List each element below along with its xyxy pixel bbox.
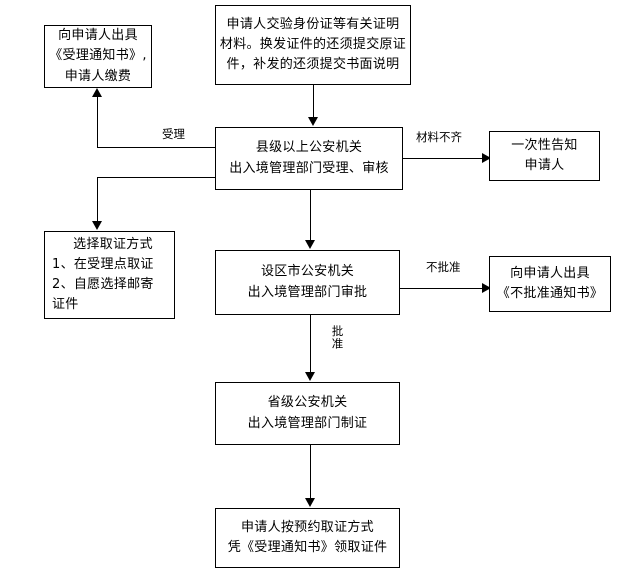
node-apply-submit[interactable]: 申请人交验身份证等有关证明 材料。换发证件的还须提交原证 件，补发的还须提交书面… <box>215 5 411 85</box>
node-county-level-review-line-2: 出入境管理部门受理、审核 <box>229 160 389 176</box>
node-province-level-production[interactable]: 省级公安机关 出入境管理部门制证 <box>215 382 400 445</box>
node-county-level-review-line-1: 县级以上公安机关 <box>255 140 363 156</box>
connector-county-to-issue-horizontal <box>97 147 215 148</box>
node-collect-document[interactable]: 申请人按预约取证方式 凭《受理通知书》领取证件 <box>215 508 400 568</box>
node-county-level-review[interactable]: 县级以上公安机关 出入境管理部门受理、审核 <box>215 127 403 190</box>
arrowhead-province-to-collect <box>305 498 315 507</box>
node-city-level-approval-line-1: 设区市公安机关 <box>260 264 355 280</box>
arrowhead-apply-to-county <box>308 117 318 126</box>
node-pickup-method-choice[interactable]: 选择取证方式 1、在受理点取证 2、自愿选择邮寄 证件 <box>44 231 175 319</box>
node-one-time-notification-line-1: 一次性告知 <box>511 137 578 153</box>
arrowhead-city-to-rejection <box>482 283 491 293</box>
node-apply-submit-line-3: 件，补发的还须提交书面说明 <box>226 57 400 73</box>
node-apply-submit-line-2: 材料。换发证件的还须提交原证 <box>219 36 407 52</box>
node-collect-document-line-1: 申请人按预约取证方式 <box>240 519 374 535</box>
edge-label-approved: 批准 <box>330 323 345 352</box>
connector-county-to-city <box>310 190 311 241</box>
node-one-time-notification[interactable]: 一次性告知 申请人 <box>489 131 600 181</box>
arrowhead-city-to-province <box>305 372 315 381</box>
node-issue-acceptance-notice[interactable]: 向申请人出具 《受理通知书》, 申请人缴费 <box>44 25 152 88</box>
connector-apply-to-county <box>313 85 314 118</box>
node-collect-document-line-2: 凭《受理通知书》领取证件 <box>227 540 388 555</box>
connector-county-to-issue-vertical <box>97 97 98 147</box>
arrowhead-county-to-city <box>305 240 315 249</box>
node-issue-acceptance-notice-line-1: 向申请人出具 <box>58 28 138 44</box>
arrowhead-county-to-pickup <box>92 221 102 230</box>
node-city-level-approval[interactable]: 设区市公安机关 出入境管理部门审批 <box>215 250 400 315</box>
node-pickup-method-choice-line-4: 证件 <box>52 297 79 313</box>
node-pickup-method-choice-line-2: 1、在受理点取证 <box>52 256 154 272</box>
connector-county-to-pickup-vertical <box>97 177 98 222</box>
node-pickup-method-choice-line-1: 选择取证方式 <box>73 236 153 252</box>
node-issue-acceptance-notice-line-3: 申请人缴费 <box>64 68 132 84</box>
edge-label-not-approved: 不批准 <box>424 259 463 275</box>
arrowhead-county-to-issue <box>92 88 102 97</box>
node-issue-acceptance-notice-line-2: 《受理通知书》, <box>49 48 147 64</box>
edge-label-incomplete-materials: 材料不齐 <box>414 129 464 145</box>
node-rejection-notice-line-1: 向申请人出具 <box>510 265 590 281</box>
node-city-level-approval-line-2: 出入境管理部门审批 <box>247 284 368 300</box>
node-rejection-notice[interactable]: 向申请人出具 《不批准通知书》 <box>489 256 611 312</box>
node-rejection-notice-line-2: 《不批准通知书》 <box>496 286 604 301</box>
edge-label-accepted: 受理 <box>160 126 187 142</box>
node-one-time-notification-line-2: 申请人 <box>524 158 565 173</box>
connector-city-to-province <box>310 315 311 373</box>
connector-county-to-pickup-horizontal <box>97 177 215 178</box>
arrowhead-county-to-one-time-notice <box>482 153 491 163</box>
connector-city-to-rejection <box>400 288 485 289</box>
node-pickup-method-choice-line-3: 2、自愿选择邮寄 <box>52 277 154 292</box>
node-apply-submit-line-1: 申请人交验身份证等有关证明 <box>226 16 400 32</box>
node-province-level-production-line-2: 出入境管理部门制证 <box>247 415 368 431</box>
connector-county-to-one-time-notice <box>403 158 485 159</box>
connector-province-to-collect <box>310 445 311 499</box>
node-province-level-production-line-1: 省级公安机关 <box>267 395 348 411</box>
